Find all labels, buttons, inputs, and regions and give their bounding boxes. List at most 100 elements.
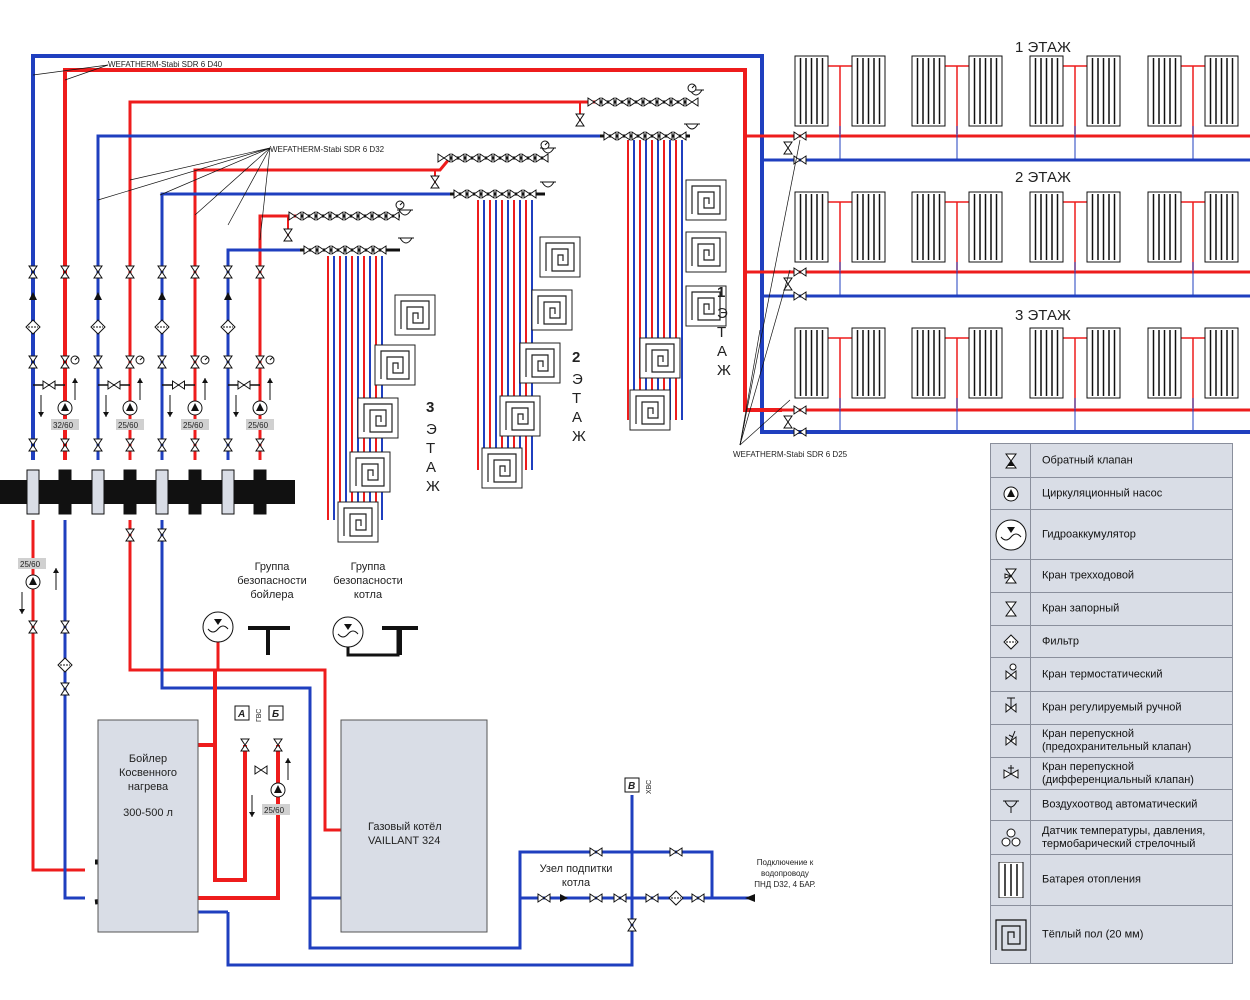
- riser-filter-3: [154, 319, 170, 335]
- floor-1-bypass-valve: [783, 141, 793, 155]
- manifold-valve-f3-bottom-3: [331, 245, 345, 255]
- safety-group-boiler-label: Группа безопасности бойлера: [237, 561, 307, 601]
- riser-bottom-valve-3: [93, 438, 103, 452]
- floor-2-bypass-valve: [783, 277, 793, 291]
- bypass-valve-floor-2: [430, 175, 440, 189]
- floor-heating-loop-f1-1: [685, 179, 727, 221]
- manifold-valve-f3-bottom-5: [359, 245, 373, 255]
- svg-text:Ж: Ж: [572, 428, 586, 445]
- manifold-gauge-3: [395, 200, 405, 210]
- dhw-supply-pipe: [213, 670, 247, 882]
- riser-lower-valve-1: [28, 355, 38, 369]
- manifold-valve-f1-top-2: [601, 97, 615, 107]
- floor-3-supply-valve: [793, 405, 807, 415]
- bypass-valve-4: [237, 380, 251, 390]
- svg-text:25/60: 25/60: [183, 421, 204, 430]
- check-valve-icon: [224, 292, 232, 300]
- dhw-arrow-up: [285, 758, 291, 780]
- svg-text:32/60: 32/60: [53, 421, 74, 430]
- manual-valve-icon: [991, 692, 1031, 724]
- riser-filter-4: [220, 319, 236, 335]
- legend-label: Батарея отопления: [1042, 873, 1141, 886]
- makeup-valve-5: [691, 893, 705, 903]
- floor-1-radiator-title: 1 ЭТАЖ: [1015, 39, 1071, 56]
- manifold-gauge-1: [687, 83, 697, 93]
- manifold-valve-f2-bottom-3: [481, 189, 495, 199]
- radiator-f3-7: [1147, 327, 1182, 399]
- radiator-f1-1: [794, 55, 829, 127]
- riser-pump-3: [187, 400, 203, 416]
- air-vent-icon: [991, 790, 1031, 820]
- supply-riser-floor-3-ufh: [258, 214, 300, 460]
- radiator-icon: [991, 855, 1031, 905]
- boiler-safety-group: [248, 626, 290, 655]
- radiator-f1-3: [911, 55, 946, 127]
- manifold-valve-f1-bottom-2: [617, 131, 631, 141]
- manifold-gauge-2: [540, 140, 550, 150]
- dhw-circulation-pump: [270, 782, 286, 798]
- legend-row: Воздухоотвод автоматический: [991, 790, 1232, 821]
- manifold-valve-f1-top-6: [657, 97, 671, 107]
- manifold-valve-f3-top-6: [358, 211, 372, 221]
- makeup-valve-3: [613, 893, 627, 903]
- radiator-f3-6: [1086, 327, 1121, 399]
- header-port-2: [58, 469, 72, 515]
- legend-label: Гидроаккумулятор: [1042, 528, 1136, 540]
- supply-riser-floor-2-ufh: [193, 157, 452, 460]
- riser-shutoff-valve-5: [157, 265, 167, 279]
- legend-label: Кран перепускной (дифференциальный клапа…: [1042, 760, 1194, 786]
- radiator-f3-8: [1204, 327, 1239, 399]
- boiler-pump: [25, 574, 41, 590]
- legend-label: Кран перепускной (предохранительный клап…: [1042, 728, 1192, 753]
- kettle-accumulator: [332, 616, 364, 648]
- manifold-valve-f2-bottom-2: [467, 189, 481, 199]
- manifold-valve-f1-top-7: [671, 97, 685, 107]
- floor-heating-loop-f2-4: [499, 395, 541, 437]
- manifold-valve-f3-top-8: [386, 211, 400, 221]
- air-vent-icon-4: [684, 123, 700, 130]
- svg-text:нагрева: нагрева: [128, 781, 169, 793]
- shutoff-valve-icon: [991, 593, 1031, 625]
- manifold-valve-f3-bottom-1: [303, 245, 317, 255]
- radiator-f1-5: [1029, 55, 1064, 127]
- manifold-valve-f1-top-3: [615, 97, 629, 107]
- manifold-valve-f3-top-4: [330, 211, 344, 221]
- return-flow-arrow-2: [103, 395, 109, 417]
- svg-text:Узел подпитки: Узел подпитки: [540, 863, 613, 875]
- floor-heating-icon: [991, 906, 1031, 964]
- riser-gauge-3: [200, 355, 210, 365]
- header-port-5: [155, 469, 169, 515]
- floor-2-return-valve: [793, 291, 807, 301]
- riser-bottom-valve-1: [28, 438, 38, 452]
- floor-heating-loop-f3-2: [374, 344, 416, 386]
- legend-label: Датчик температуры, давления, термобарич…: [1042, 824, 1206, 850]
- radiator-f2-2: [851, 191, 886, 263]
- radiator-f2-6: [1086, 191, 1121, 263]
- manifold-valve-f2-top-1: [437, 153, 451, 163]
- floor-heating-loop-f2-3: [519, 342, 561, 384]
- floor-heating-loop-f3-1: [394, 294, 436, 336]
- radiator-f2-3: [911, 191, 946, 263]
- svg-text:1: 1: [717, 284, 725, 301]
- manifold-valve-f1-bottom-6: [673, 131, 687, 141]
- riser-gauge-4: [265, 355, 275, 365]
- svg-text:безопасности: безопасности: [333, 575, 403, 587]
- water-inlet-arrow: [745, 894, 755, 902]
- floor-3-underfloor-label: 3 Э Т А Ж: [426, 399, 440, 495]
- pump-label-6: 25/60: [262, 804, 290, 815]
- legend-row: Кран трехходовой: [991, 560, 1232, 593]
- marker-b: Б: [268, 705, 284, 721]
- floor-1-supply-valve: [793, 131, 807, 141]
- svg-text:А: А: [572, 409, 582, 426]
- svg-text:Группа: Группа: [351, 561, 387, 573]
- pump-label-2: 25/60: [116, 419, 144, 430]
- riser-bottom-valve-6: [190, 438, 200, 452]
- manifold-valve-f3-top-3: [316, 211, 330, 221]
- floor-heating-loop-f1-2: [685, 231, 727, 273]
- boiler-filter: [57, 657, 73, 673]
- boiler-accumulator: [202, 611, 234, 643]
- svg-text:В: В: [628, 781, 635, 792]
- riser-shutoff-valve-3: [93, 265, 103, 279]
- supply-flow-arrow-1: [72, 378, 78, 400]
- manifold-valve-f1-top-8: [685, 97, 699, 107]
